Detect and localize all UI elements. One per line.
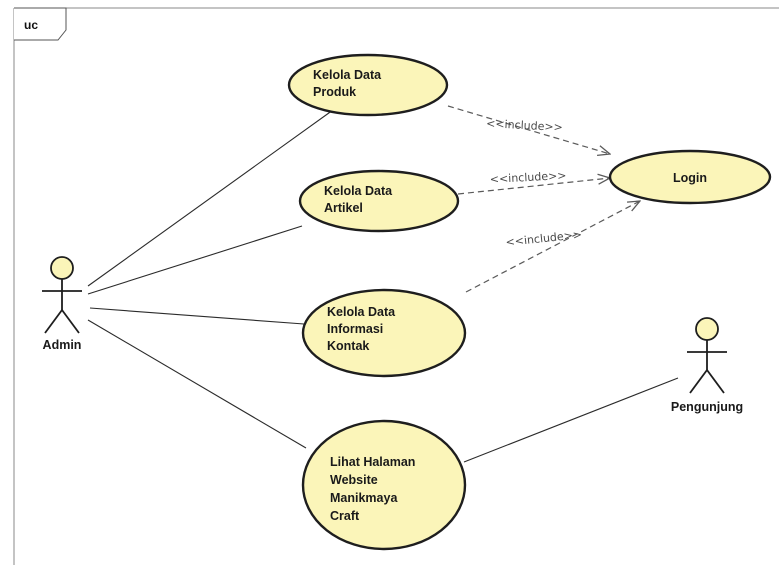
usecase-login[interactable]: Login <box>608 149 772 205</box>
associations <box>87 109 679 463</box>
include-label-kontak: <<include>> <box>505 228 583 249</box>
assoc-admin-lihat <box>87 319 307 449</box>
actor-pengunjung[interactable]: Pengunjung <box>671 317 743 414</box>
include-arrow-produk <box>447 105 610 154</box>
frame-label: uc <box>24 18 38 32</box>
usecase-label: Website <box>330 473 378 487</box>
svg-text:Lihat Halaman Website: Lihat Halaman Website Manikmaya Craft <box>330 455 419 523</box>
actor-name-pengunjung: Pengunjung <box>671 400 743 414</box>
usecase-label: Kelola Data <box>313 68 382 82</box>
actor-admin[interactable]: Admin <box>42 256 82 352</box>
usecase-label: Informasi <box>327 322 383 336</box>
svg-text:Kelola Data Informasi: Kelola Data Informasi Kontak <box>327 305 399 353</box>
usecase-kelola-data-artikel[interactable]: Kelola Data Artikel <box>298 169 460 233</box>
usecase-label: Login <box>673 171 707 185</box>
include-arrow-artikel <box>457 178 610 195</box>
svg-text:Kelola Data Produk: Kelola Data Produk <box>313 68 385 99</box>
usecase-label: Produk <box>313 85 356 99</box>
usecase-label: Kelola Data <box>324 184 393 198</box>
assoc-pengunjung-lihat <box>463 377 679 463</box>
include-label-artikel: <<include>> <box>489 169 566 186</box>
usecase-label: Kontak <box>327 339 369 353</box>
usecase-label: Lihat Halaman <box>330 455 415 469</box>
usecase-label: Craft <box>330 509 360 523</box>
usecase-kelola-data-informasi-kontak[interactable]: Kelola Data Informasi Kontak <box>301 288 467 378</box>
diagram-frame: uc <box>13 7 779 565</box>
include-label-produk: <<include>> <box>486 117 563 134</box>
usecase-lihat-halaman-website[interactable]: Lihat Halaman Website Manikmaya Craft <box>301 419 467 551</box>
include-dependencies <box>447 105 640 293</box>
stick-figure-icon <box>687 317 727 394</box>
usecase-label: Artikel <box>324 201 363 215</box>
usecase-kelola-data-produk[interactable]: Kelola Data Produk <box>287 53 449 117</box>
include-arrow-kontak <box>465 201 640 293</box>
usecase-label: Kelola Data <box>327 305 396 319</box>
assoc-admin-artikel <box>87 225 303 295</box>
usecase-label: Manikmaya <box>330 491 398 505</box>
assoc-admin-produk <box>87 109 334 287</box>
assoc-admin-kontak <box>89 307 305 325</box>
stick-figure-icon <box>42 256 82 334</box>
svg-text:Kelola Data Artikel: Kelola Data Artikel <box>324 184 396 215</box>
actor-name-admin: Admin <box>43 338 82 352</box>
